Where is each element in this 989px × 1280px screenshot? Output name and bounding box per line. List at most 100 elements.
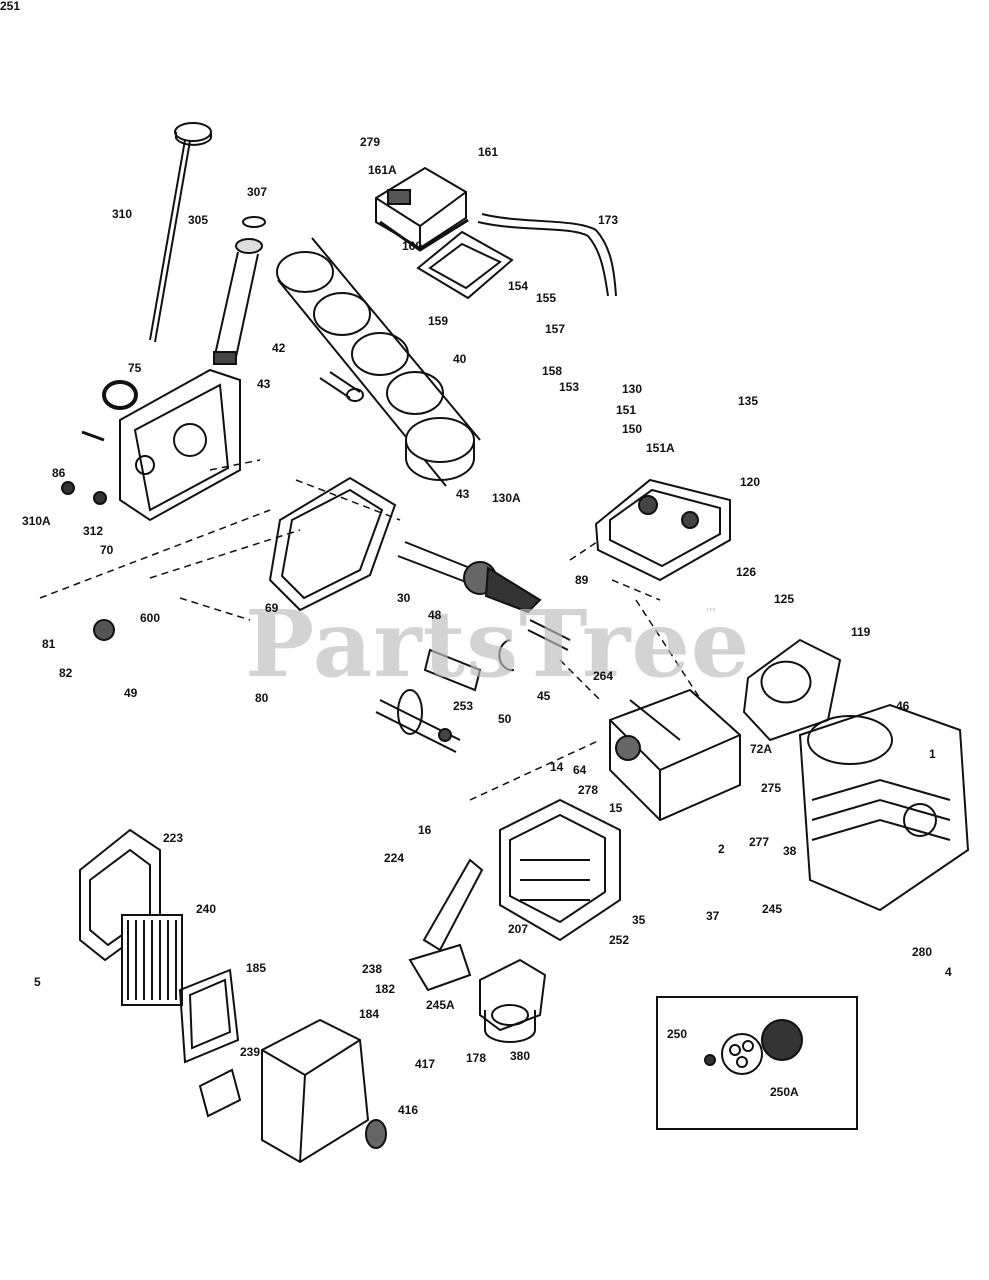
part-callout-label: 275 [761,781,782,795]
dipstick-part [149,122,212,343]
intake-housing-part [499,798,621,942]
muffler-part [609,688,741,822]
part-callout-label: 239 [240,1045,261,1059]
air-filter-element-part [121,914,183,1006]
part-callout-label: 35 [632,913,646,927]
part-callout-label: 157 [545,322,566,336]
small-gasket-part [198,1068,242,1118]
part-callout-label: 253 [453,699,474,713]
part-callout-label: 151A [646,441,675,455]
part-callout-label: 160 [402,239,423,253]
part-callout-label: 250A [770,1085,799,1099]
part-callout-label: 154 [508,279,529,293]
part-callout-label: 120 [740,475,761,489]
part-callout-label: 64 [573,763,587,777]
breather-gasket-part [416,230,514,300]
part-callout-label: 38 [783,844,797,858]
part-callout-label: 245A [426,998,455,1012]
part-callout-label: 43 [257,377,271,391]
cylinder-block-part [798,703,970,912]
part-callout-label: 307 [247,185,268,199]
part-callout-label: 185 [246,961,267,975]
air-cleaner-cover-part [261,1018,370,1164]
part-callout-label: 48 [428,608,442,622]
crankshaft-part [397,541,571,651]
part-callout-label: 184 [359,1007,380,1021]
connecting-rod-part [423,639,515,692]
watermark-trademark: ™ [704,606,718,622]
part-callout-label: 81 [42,637,56,651]
part-callout-label: 380 [510,1049,531,1063]
crankcase-gasket-part [268,476,397,612]
part-callout-label: 238 [362,962,383,976]
part-callout-label: 245 [762,902,783,916]
part-callout-label: 46 [896,699,910,713]
part-callout-label: 207 [508,922,529,936]
part-callout-label: 1 [929,747,936,761]
part-callout-label: 43 [456,487,470,501]
part-callout-label: 310A [22,514,51,528]
part-callout-label: 4 [945,965,952,979]
part-callout-label: 312 [83,524,104,538]
carburetor-part [479,958,547,1043]
part-callout-label: 161A [368,163,397,177]
part-callout-label: 151 [616,403,637,417]
part-callout-label: 45 [537,689,551,703]
part-callout-label: 600 [140,611,161,625]
breather-hose-part [477,213,617,297]
piston-rings-part [276,237,481,487]
part-callout-label: 40 [453,352,467,366]
filter-bracket-part [408,858,484,992]
part-callout-label: 72A [750,742,773,756]
part-callout-label: 240 [196,902,217,916]
piston-part [319,371,475,481]
head-gasket-part [742,638,842,742]
part-callout-label: 161 [478,145,499,159]
part-callout-label: 126 [736,565,757,579]
part-callout-label: 69 [265,601,279,615]
part-callout-label: 153 [559,380,580,394]
knob-part [365,1119,387,1149]
cylinder-head-part [594,478,731,582]
part-callout-label: 417 [415,1057,436,1071]
part-callout-label: 252 [609,933,630,947]
part-callout-label: 280 [912,945,933,959]
valve-cover-part [375,166,469,252]
part-callout-label: 5 [34,975,41,989]
part-callout-label: 2 [718,842,725,856]
camshaft-part [375,689,461,753]
part-callout-label: 278 [578,783,599,797]
part-callout-label: 70 [100,543,114,557]
part-callout-label: 223 [163,831,184,845]
part-callout-label: 30 [397,591,411,605]
part-callout-label: 119 [851,625,871,639]
part-callout-label: 416 [398,1103,419,1117]
filter-gasket-part [178,968,240,1064]
part-callout-label: 50 [498,712,512,726]
part-callout-label: 16 [418,823,432,837]
part-callout-label: 130 [622,382,643,396]
part-callout-label: 155 [536,291,557,305]
part-callout-label: 37 [706,909,720,923]
part-callout-label: 250 [667,1027,688,1041]
part-callout-label: 86 [52,466,66,480]
part-callout-label: 130A [492,491,521,505]
part-callout-label: 75 [128,361,142,375]
part-callout-label: 80 [255,691,269,705]
part-callout-label: 82 [59,666,73,680]
part-callout-label: 150 [622,422,643,436]
detail-inset [656,996,858,1130]
part-callout-label: 135 [738,394,759,408]
part-callout-label: 49 [124,686,138,700]
governor-gear-part [93,619,115,641]
part-callout-label: 264 [593,669,614,683]
part-callout-label: 14 [550,760,564,774]
part-callout-label: 251 [0,0,21,13]
part-callout-label: 279 [360,135,381,149]
part-callout-label: 173 [598,213,619,227]
part-callout-label: 310 [112,207,133,221]
part-callout-label: 224 [384,851,405,865]
crankcase-cover-part [61,368,241,522]
